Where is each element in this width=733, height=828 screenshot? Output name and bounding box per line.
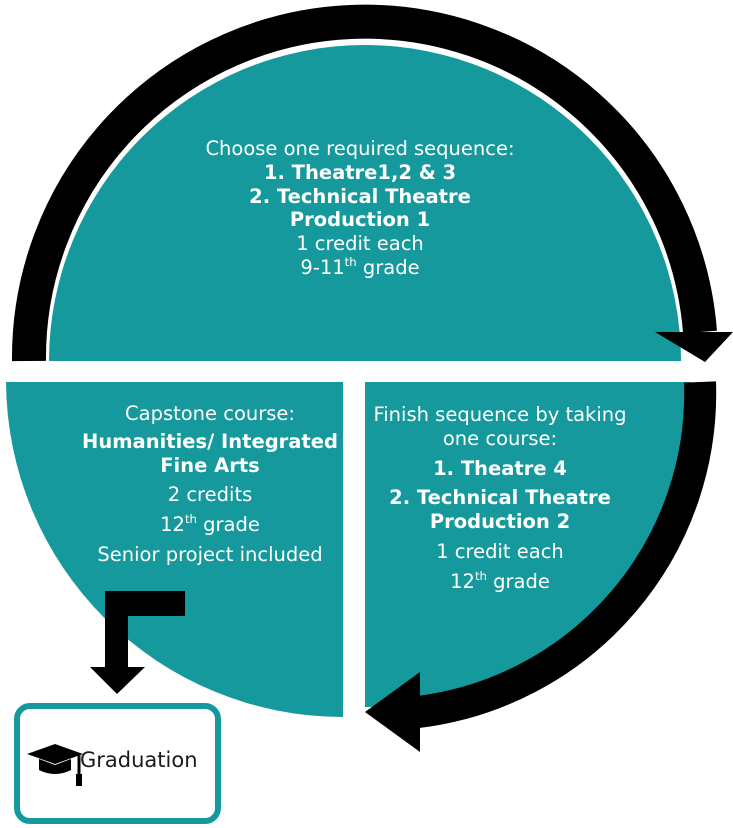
right-quadrant xyxy=(365,382,690,707)
finish-sequence-text: Finish sequence by taking one course: 1.… xyxy=(365,403,635,593)
top-grade-suffix: grade xyxy=(356,255,420,279)
top-intro: Choose one required sequence: xyxy=(205,137,515,160)
capstone-credits: 2 credits xyxy=(167,483,253,507)
graduation-arrow xyxy=(90,591,185,694)
graduation-box xyxy=(14,703,221,824)
capstone-grade: 12th grade xyxy=(70,513,350,537)
top-credits: 1 credit each xyxy=(296,232,424,256)
capstone-course-line2: Fine Arts xyxy=(160,453,260,477)
top-cycle-arrow-head xyxy=(655,332,733,362)
finish-option-2-line1: 2. Technical Theatre xyxy=(389,486,611,510)
top-option-2-line1: 2. Technical Theatre xyxy=(249,184,471,208)
finish-option-1: 1. Theatre 4 xyxy=(433,456,567,480)
capstone-heading: Capstone course: xyxy=(125,402,295,425)
top-option-2-line2: Production 1 xyxy=(289,208,431,232)
top-grade: 9-11th grade xyxy=(170,256,550,280)
right-cycle-arrow-head xyxy=(365,672,420,752)
capstone-note: Senior project included xyxy=(97,542,323,566)
finish-heading-line2: one course: xyxy=(442,426,558,450)
finish-grade-sup: th xyxy=(474,568,487,583)
right-cycle-arrow-arc xyxy=(416,381,717,728)
top-grade-sup: th xyxy=(344,254,357,269)
finish-credits: 1 credit each xyxy=(436,539,564,563)
graduation-label: Graduation xyxy=(80,748,198,772)
top-sequence-text: Choose one required sequence: 1. Theatre… xyxy=(170,137,550,280)
finish-heading-line1: Finish sequence by taking xyxy=(373,403,627,426)
graduation-cap-icon xyxy=(27,744,83,786)
left-quadrant xyxy=(6,382,343,717)
capstone-text: Capstone course: Humanities/ Integrated … xyxy=(70,402,350,567)
capstone-course-line1: Humanities/ Integrated xyxy=(82,429,338,453)
top-semicircle xyxy=(49,45,681,361)
capstone-grade-sup: th xyxy=(184,511,197,526)
top-grade-number: 9-11 xyxy=(300,255,345,279)
finish-grade: 12th grade xyxy=(365,570,635,594)
finish-option-2-line2: Production 2 xyxy=(429,510,571,534)
capstone-grade-suffix: grade xyxy=(196,513,260,537)
top-option-1: 1. Theatre1,2 & 3 xyxy=(263,160,457,184)
finish-grade-number: 12 xyxy=(450,569,475,593)
capstone-grade-number: 12 xyxy=(160,513,185,537)
finish-grade-suffix: grade xyxy=(486,569,550,593)
top-cycle-arrow-arc xyxy=(11,4,717,362)
